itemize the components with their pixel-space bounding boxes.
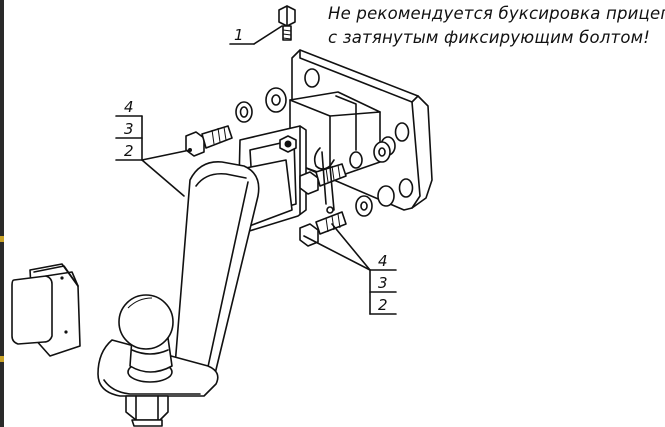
callout-upper-2: 2	[124, 142, 134, 160]
callout-stack-lower: 4 3 2	[303, 223, 397, 315]
bolt-1	[278, 5, 296, 41]
callout-lower-2: 2	[378, 296, 388, 314]
callout-upper-4: 4	[124, 98, 134, 116]
callout-upper-3: 3	[124, 120, 134, 138]
window-edge-strip	[0, 0, 4, 427]
warning-note-line-2: с затянутым фиксирующим болтом!	[328, 28, 651, 47]
bolt-lower	[299, 185, 395, 247]
washer-upper-left	[235, 87, 287, 123]
ball-mount-arm	[173, 161, 260, 389]
ball-nut	[125, 395, 169, 427]
callout-lower-3: 3	[378, 274, 388, 292]
callout-1: 1	[229, 25, 283, 45]
receiver-cap	[11, 263, 81, 357]
callout-1-label: 1	[234, 26, 244, 44]
collar-nut	[279, 135, 297, 153]
warning-note-line-1: Не рекомендуется буксировка прицепа	[328, 4, 665, 23]
callout-stack-upper: 4 3 2	[115, 98, 191, 197]
tow-ball	[118, 294, 174, 373]
bolt-upper-left	[185, 125, 233, 157]
callout-lower-4: 4	[378, 252, 388, 270]
retaining-clip	[313, 147, 335, 214]
